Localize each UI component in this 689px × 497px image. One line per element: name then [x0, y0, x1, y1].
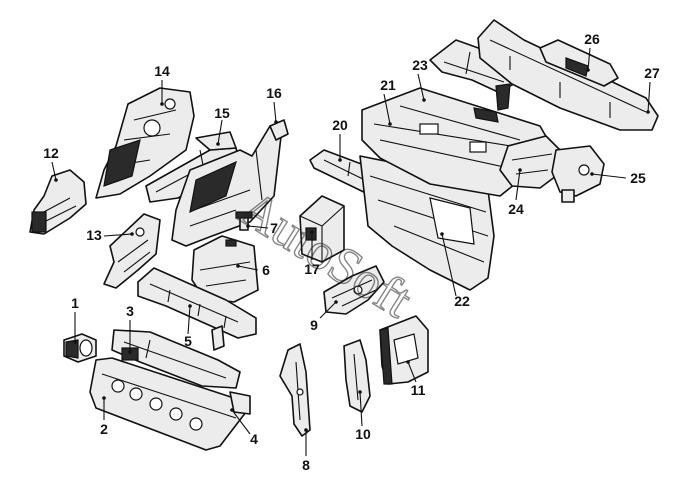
part-13-bracket: [103, 213, 161, 289]
callout-9: 9: [310, 317, 318, 333]
part-9-mount-bracket: [323, 265, 385, 315]
callout-7: 7: [270, 220, 278, 236]
callout-23: 23: [412, 57, 428, 73]
callout-5: 5: [184, 333, 192, 349]
part-17-tray: [299, 195, 345, 263]
callout-12: 12: [43, 145, 59, 161]
callout-26: 26: [584, 31, 600, 47]
part-27-cross-member: [477, 19, 659, 131]
callout-1: 1: [71, 295, 79, 311]
part-11-support-panel: [379, 315, 429, 385]
part-24-side-member: [499, 135, 561, 189]
callout-14: 14: [154, 63, 170, 79]
callout-4: 4: [250, 431, 258, 447]
callout-17: 17: [304, 261, 320, 277]
callout-labels: 1 2 3 4 5 6 7 8 9 10 11 12 13 14 15 16 1…: [43, 31, 660, 473]
callout-15: 15: [214, 105, 230, 121]
callout-20: 20: [332, 117, 348, 133]
part-3-reinforcement: [111, 329, 241, 389]
part-12-panel: [29, 169, 87, 235]
part-2-bumper-beam: [89, 357, 251, 451]
callout-25: 25: [630, 170, 646, 186]
part-7-bolt: [235, 211, 253, 231]
callout-2: 2: [100, 421, 108, 437]
callout-11: 11: [411, 382, 426, 398]
callout-22: 22: [454, 293, 470, 309]
part-16-inner-apron: [171, 119, 289, 247]
callout-24: 24: [508, 201, 524, 217]
part-10-bracket: [343, 339, 371, 413]
callout-13: 13: [86, 227, 102, 243]
callout-3: 3: [126, 303, 134, 319]
part-23-upper-cowl: [429, 39, 515, 111]
callout-16: 16: [266, 85, 282, 101]
part-6-reservoir: [191, 235, 259, 303]
part-25-end-bracket: [551, 145, 605, 203]
part-8-post: [279, 343, 311, 437]
part-26-small-rail: [539, 39, 619, 87]
part-1-mount: [63, 333, 97, 363]
callout-6: 6: [262, 262, 270, 278]
part-5-cross-beam: [137, 267, 257, 351]
leader-lines: [51, 47, 651, 456]
callout-10: 10: [355, 426, 371, 442]
callout-21: 21: [380, 77, 396, 93]
part-14-apron: [95, 87, 195, 199]
callout-8: 8: [302, 457, 310, 473]
callout-27: 27: [644, 65, 660, 81]
